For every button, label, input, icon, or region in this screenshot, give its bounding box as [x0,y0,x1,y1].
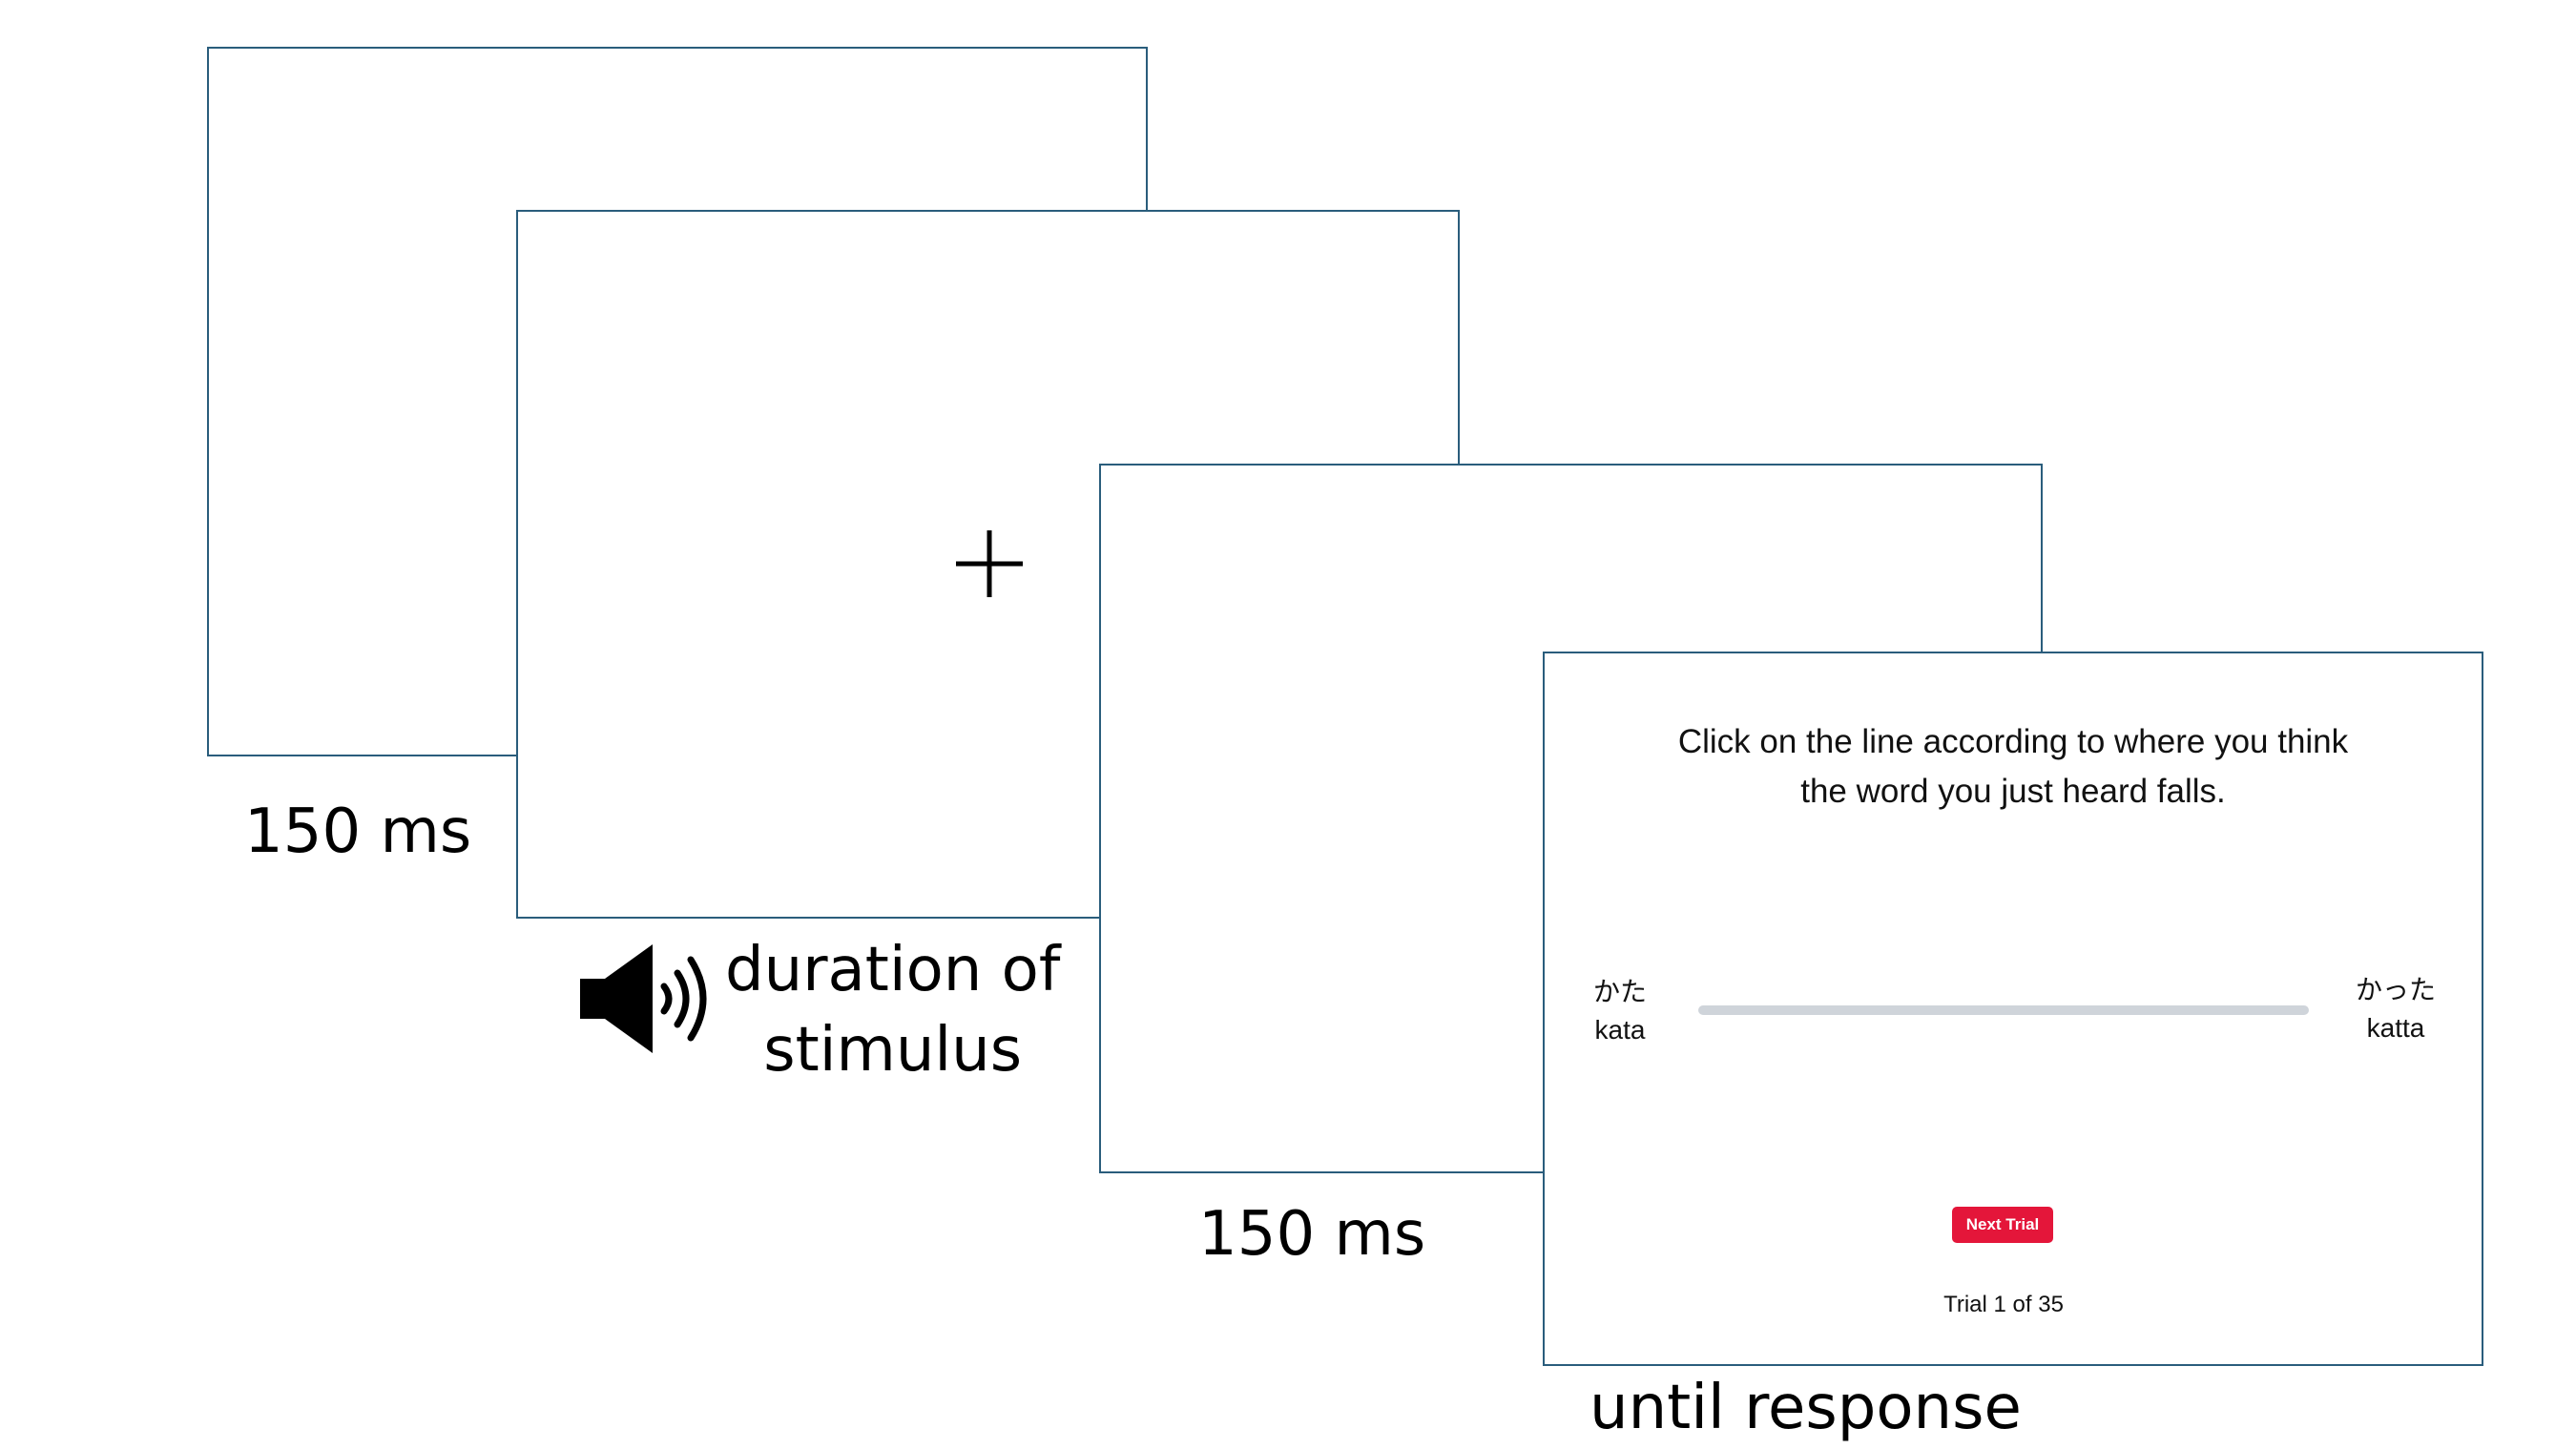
left-anchor-label: かた kata [1580,973,1660,1049]
left-anchor-romaji: kata [1594,1015,1646,1045]
response-duration-caption: until response [1589,1373,2022,1443]
instruction-line-2: the word you just heard falls. [1800,773,2226,810]
right-anchor-label: かった katta [2343,971,2448,1047]
instruction-line-1: Click on the line according to where you… [1677,723,2349,760]
response-instruction: Click on the line according to where you… [1546,717,2481,817]
fixation-cross-icon [956,530,1023,597]
fixation-duration-caption: duration of stimulus [725,930,1060,1090]
fixation-caption-line-1: duration of [725,935,1061,1005]
right-anchor-romaji: katta [2366,1013,2425,1043]
blank-1-duration-caption: 150 ms [244,797,472,867]
response-slider-line[interactable] [1698,1005,2309,1015]
next-trial-button[interactable]: Next Trial [1952,1207,2053,1243]
speaker-volume-icon [580,944,707,1053]
right-anchor-kana: かった [2355,975,2436,1004]
blank-2-duration-caption: 150 ms [1198,1199,1426,1270]
fixation-caption-line-2: stimulus [763,1015,1023,1086]
left-anchor-kana: かた [1592,977,1647,1006]
trial-counter: Trial 1 of 35 [1943,1292,2064,1317]
